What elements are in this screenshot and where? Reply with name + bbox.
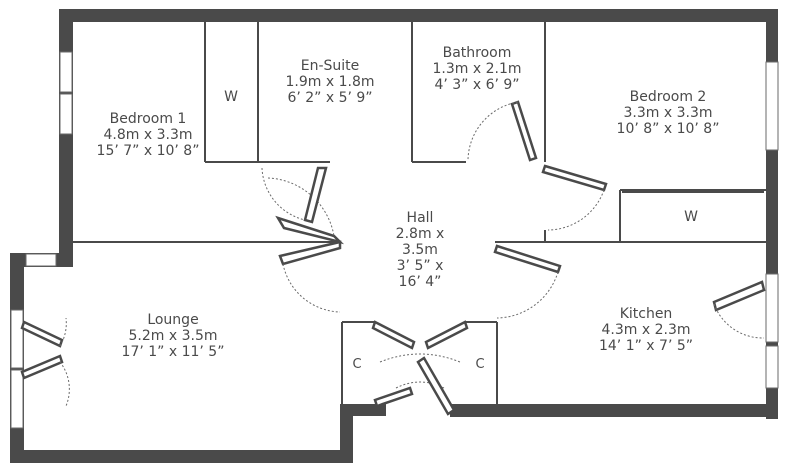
door-arc-kitchen-side — [713, 303, 765, 339]
room-imperial: 10’ 8” x 10’ 8” — [616, 121, 720, 137]
window-lounge-a — [10, 309, 24, 369]
room-imperial: 15’ 7” x 10’ 8” — [96, 143, 200, 159]
room-metric: 1.9m x 1.8m — [285, 74, 375, 90]
room-name: Lounge — [147, 312, 199, 328]
door-cupboard-left-top — [371, 320, 416, 350]
room-metric: 1.3m x 2.1m — [432, 61, 522, 77]
window-bedroom2 — [765, 61, 779, 151]
door-entrance — [416, 356, 456, 416]
room-bathroom: Bathroom 1.3m x 2.1m 4’ 3” x 6’ 9” — [433, 45, 522, 93]
room-metric: 5.2m x 3.5m — [128, 328, 218, 344]
door-arc-lounge-a — [59, 317, 67, 347]
door-arc-lounge — [282, 263, 341, 313]
door-arc-cupboards-top — [379, 353, 461, 363]
room-ensuite: En-Suite 1.9m x 1.8m 6’ 2” x 5’ 9” — [286, 58, 375, 106]
wall-top — [59, 9, 778, 22]
wall-cupboard-bottom — [340, 404, 386, 416]
room-name: Bedroom 1 — [109, 111, 187, 127]
room-hall: Hall 2.8m x 3.5m 3’ 5” x 16’ 4” — [396, 210, 445, 290]
door-kitchen — [493, 244, 562, 274]
door-bathroom — [510, 100, 538, 162]
door-lounge — [278, 240, 342, 266]
door-arc-bathroom — [467, 101, 519, 161]
door-lounge-b — [20, 354, 64, 380]
room-name: En-Suite — [300, 58, 360, 74]
room-name: Kitchen — [619, 306, 673, 322]
windows — [10, 51, 779, 429]
door-arc-bedroom2 — [547, 189, 605, 231]
room-metric: 4.8m x 3.3m — [103, 127, 193, 143]
door-arc-kitchen — [496, 271, 559, 319]
door-cupboard-left-bottom — [373, 386, 414, 408]
wardrobe-bedroom1: W — [224, 89, 238, 105]
room-metric-2: 3.5m — [402, 242, 438, 258]
room-imperial: 6’ 2” x 5’ 9” — [287, 90, 373, 106]
room-metric: 2.8m x — [395, 226, 445, 242]
room-metric: 3.3m x 3.3m — [623, 105, 713, 121]
wall-left-bedroom — [59, 9, 73, 267]
room-imperial: 4’ 3” x 6’ 9” — [434, 77, 520, 93]
room-kitchen: Kitchen 4.3m x 2.3m 14’ 1” x 7’ 5” — [599, 306, 693, 354]
room-bedroom1: Bedroom 1 4.8m x 3.3m 15’ 7” x 10’ 8” — [97, 111, 200, 159]
room-name: Bedroom 2 — [629, 89, 707, 105]
cupboard-left: C — [352, 357, 362, 372]
wall-lounge-right — [340, 405, 353, 463]
room-imperial-2: 16’ 4” — [398, 274, 442, 290]
window-bedroom1-b — [59, 93, 73, 135]
room-lounge: Lounge 5.2m x 3.5m 17’ 1” x 11’ 5” — [122, 312, 225, 360]
door-kitchen-side — [712, 280, 766, 312]
door-arc-ensuite — [261, 167, 306, 221]
window-bedroom1-a — [59, 51, 73, 93]
wall-bottom-kitchen — [450, 404, 778, 417]
cupboard-right: C — [475, 357, 485, 372]
door-arc-lounge-b — [59, 361, 70, 407]
window-kitchen-a — [765, 273, 779, 343]
room-metric: 4.3m x 2.3m — [601, 322, 691, 338]
room-imperial: 14’ 1” x 7’ 5” — [598, 338, 694, 354]
room-name: Bathroom — [442, 45, 512, 61]
door-bedroom2 — [541, 164, 608, 192]
room-bedroom2: Bedroom 2 3.3m x 3.3m 10’ 8” x 10’ 8” — [617, 89, 720, 137]
doors — [20, 100, 766, 416]
window-lounge-b — [10, 369, 24, 429]
window-kitchen-b — [765, 345, 779, 389]
room-name: Hall — [406, 210, 434, 226]
room-imperial: 3’ 5” x — [396, 258, 444, 274]
window-lounge-vent — [25, 253, 57, 267]
interior-walls — [73, 22, 766, 404]
wardrobe-bedroom2: W — [684, 209, 698, 225]
door-cupboard-right-top — [424, 320, 469, 350]
door-ensuite — [303, 166, 328, 224]
door-lounge-a — [20, 320, 64, 348]
room-imperial: 17’ 1” x 11’ 5” — [121, 344, 225, 360]
wall-bottom-lounge — [10, 450, 353, 463]
